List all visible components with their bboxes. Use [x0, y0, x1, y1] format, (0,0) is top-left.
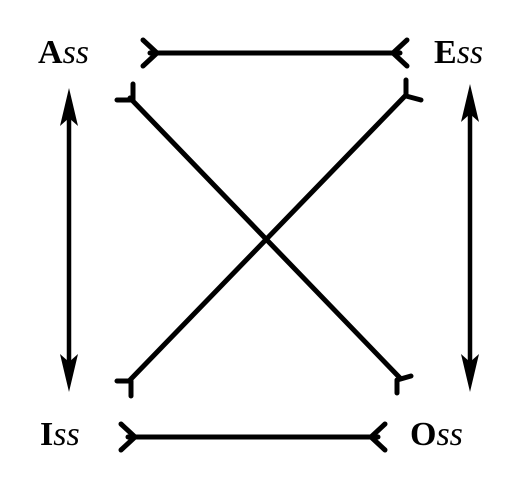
contradictory-e-i-bottom-end [114, 378, 134, 399]
corner-suffix: ss [436, 416, 463, 453]
contradictory-e-i-top-end [403, 77, 424, 103]
subaltern-right-arrowhead-down [461, 354, 479, 392]
contradictory-line-e-i [127, 92, 409, 383]
corner-letter: E [434, 34, 457, 71]
subaltern-left-arrowhead-down [60, 354, 78, 392]
corner-label-a: Ass [38, 36, 89, 70]
corner-suffix: ss [62, 34, 90, 71]
subaltern-right-arrowhead-up [461, 84, 479, 122]
corner-label-o: Oss [410, 418, 463, 452]
corner-label-e: Ess [434, 36, 483, 70]
corner-label-i: Iss [40, 418, 80, 452]
contradictory-a-o-bottom-end [394, 373, 414, 396]
corner-suffix: ss [53, 416, 80, 453]
corner-suffix: ss [456, 34, 484, 71]
corner-letter: A [38, 34, 63, 71]
contrary-left-end [140, 37, 160, 69]
subaltern-left-arrowhead-up [60, 88, 78, 126]
corner-letter: O [410, 416, 437, 453]
subcontrary-left-end [118, 421, 138, 453]
subcontrary-right-end [368, 421, 388, 453]
corner-letter: I [40, 416, 54, 453]
contrary-right-end [390, 37, 410, 69]
contradictory-a-o-top-end [114, 81, 136, 103]
